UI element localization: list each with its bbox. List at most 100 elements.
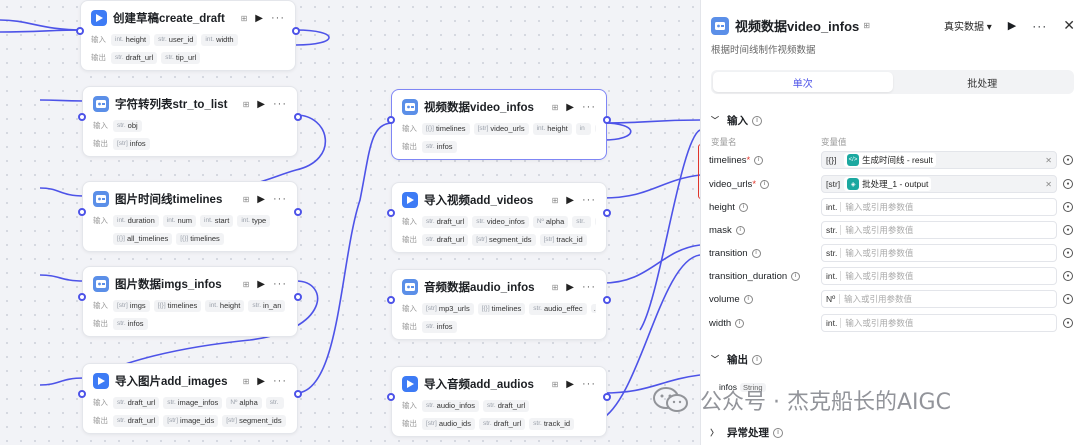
more-icon[interactable]: ··· <box>582 194 596 206</box>
more-icon[interactable]: ··· <box>273 98 287 110</box>
run-node-icon[interactable]: ▶ <box>566 378 574 390</box>
clear-icon[interactable]: ✕ <box>1045 179 1052 189</box>
output-port-dot[interactable] <box>294 113 302 121</box>
reference-picker-icon[interactable]: ● <box>1063 155 1073 165</box>
input-port-dot[interactable] <box>76 27 84 35</box>
more-ports-chip[interactable]: ... <box>594 217 596 226</box>
port-label: 输入 <box>91 35 106 44</box>
reference-picker-icon[interactable]: ● <box>1063 225 1073 235</box>
input-section-header[interactable]: ﹀ 输入 i <box>711 113 762 128</box>
more-ports-chip[interactable]: ... <box>590 304 596 313</box>
param-ref-input[interactable]: [{}]</>生成时间线 - result✕ <box>821 151 1057 169</box>
output-port-dot[interactable] <box>292 27 300 35</box>
param-type[interactable]: int. <box>826 202 842 212</box>
close-icon[interactable]: ✕ <box>1063 17 1075 33</box>
reference-picker-icon[interactable]: ● <box>1063 202 1073 212</box>
output-port-dot[interactable] <box>603 116 611 124</box>
input-port-dot[interactable] <box>78 208 86 216</box>
input-port-dot[interactable] <box>387 209 395 217</box>
param-ref-input[interactable]: [str]◈批处理_1 - output✕ <box>821 175 1057 193</box>
reference-picker-icon[interactable]: ● <box>1063 294 1073 304</box>
error-section-header[interactable]: ﹀ 异常处理 i <box>711 425 783 440</box>
tab-single[interactable]: 单次 <box>713 72 893 92</box>
more-icon[interactable]: ··· <box>1032 18 1048 33</box>
data-mode-select[interactable]: 真实数据 ▾ <box>943 22 992 33</box>
reference-picker-icon[interactable]: ● <box>1063 179 1073 189</box>
more-icon[interactable]: ··· <box>271 12 285 24</box>
workflow-node-imgs-infos[interactable]: 图片数据imgs_infos⊞▶···输入[str]imgs[{}]timeli… <box>82 266 298 337</box>
param-type[interactable]: str. <box>826 225 842 235</box>
run-node-icon[interactable]: ▶ <box>255 12 263 24</box>
clear-icon[interactable]: ✕ <box>1045 155 1052 165</box>
run-icon[interactable]: ▶ <box>1007 20 1017 32</box>
output-port-dot[interactable] <box>294 208 302 216</box>
output-name: infos <box>719 382 737 392</box>
reference-chip[interactable]: ◈批处理_1 - output <box>844 177 932 191</box>
input-port-dot[interactable] <box>387 393 395 401</box>
more-icon[interactable]: ··· <box>582 281 596 293</box>
port-chip: str.draft_url <box>113 414 160 427</box>
port-chip: str.image_infos <box>163 396 223 409</box>
reference-picker-icon[interactable]: ● <box>1063 248 1073 258</box>
output-port-dot[interactable] <box>603 209 611 217</box>
param-value-input[interactable]: int.输入或引用参数值 <box>821 267 1057 285</box>
input-port-dot[interactable] <box>78 113 86 121</box>
input-port-dot[interactable] <box>78 293 86 301</box>
param-type[interactable]: int. <box>826 271 842 281</box>
input-port-dot[interactable] <box>78 390 86 398</box>
output-port-dot[interactable] <box>294 390 302 398</box>
run-node-icon[interactable]: ▶ <box>566 194 574 206</box>
more-ports-chip[interactable]: ... <box>594 124 596 133</box>
param-value-input[interactable]: str.输入或引用参数值 <box>821 221 1057 239</box>
port-chip: [{}]timelines <box>477 302 526 315</box>
param-value-input[interactable]: str.输入或引用参数值 <box>821 244 1057 262</box>
input-port-dot[interactable] <box>387 296 395 304</box>
reference-picker-icon[interactable]: ● <box>1063 318 1073 328</box>
type-tag: [str] <box>117 140 128 147</box>
run-node-icon[interactable]: ▶ <box>566 281 574 293</box>
param-type[interactable]: str. <box>826 248 842 258</box>
more-icon[interactable]: ··· <box>273 375 287 387</box>
param-value-input[interactable]: int.输入或引用参数值 <box>821 314 1057 332</box>
output-port-dot[interactable] <box>603 296 611 304</box>
tab-batch[interactable]: 批处理 <box>967 78 998 90</box>
port-name: draft_url <box>493 419 522 428</box>
workflow-node-audio-infos[interactable]: 音频数据audio_infos⊞▶···输入[str]mp3_urls[{}]t… <box>391 269 607 340</box>
info-icon: i <box>773 427 783 438</box>
param-placeholder: 输入或引用参数值 <box>845 202 914 212</box>
more-icon[interactable]: ··· <box>273 193 287 205</box>
param-type[interactable]: Nº <box>826 294 840 304</box>
workflow-node-video-infos[interactable]: 视频数据video_infos⊞▶···输入[{}]timelines[str]… <box>391 89 607 160</box>
run-node-icon[interactable]: ▶ <box>257 278 265 290</box>
input-port-dot[interactable] <box>387 116 395 124</box>
reference-chip[interactable]: </>生成时间线 - result <box>844 153 936 167</box>
reference-picker-icon[interactable]: ● <box>1063 271 1073 281</box>
more-icon[interactable]: ··· <box>582 101 596 113</box>
run-node-icon[interactable]: ▶ <box>257 193 265 205</box>
type-tag: str. <box>158 36 167 43</box>
run-node-icon[interactable]: ▶ <box>566 101 574 113</box>
run-node-icon[interactable]: ▶ <box>257 98 265 110</box>
port-chip: int.height <box>111 33 151 46</box>
more-icon[interactable]: ··· <box>582 378 596 390</box>
output-port-dot[interactable] <box>603 393 611 401</box>
output-variable: infos String <box>719 382 766 392</box>
output-section-header[interactable]: ﹀ 输出 i <box>711 352 762 367</box>
param-value-input[interactable]: int.输入或引用参数值 <box>821 198 1057 216</box>
param-type[interactable]: int. <box>826 318 842 328</box>
type-tag: int. <box>115 36 124 43</box>
more-icon[interactable]: ··· <box>273 278 287 290</box>
output-port-dot[interactable] <box>294 293 302 301</box>
run-node-icon[interactable]: ▶ <box>257 375 265 387</box>
